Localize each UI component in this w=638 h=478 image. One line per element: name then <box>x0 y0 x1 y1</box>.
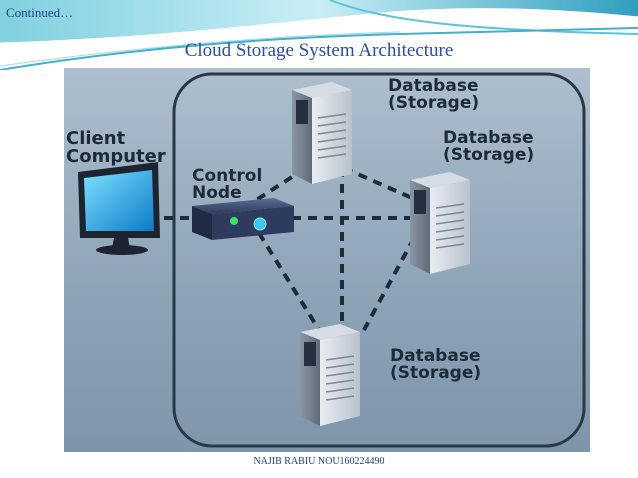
footer-author: NAJIB RABIU NOU160224490 <box>253 456 385 467</box>
slide-title: Cloud Storage System Architecture <box>184 40 454 61</box>
router-icon <box>192 198 294 240</box>
continued-label: Continued… <box>6 5 74 20</box>
server-icon <box>410 172 470 274</box>
architecture-diagram: Client Computer Control Node Database (S… <box>64 68 590 452</box>
database-top-label: Database (Storage) <box>388 76 480 113</box>
diagram-graphics <box>78 72 586 448</box>
client-computer-label: Client Computer <box>66 128 166 167</box>
monitor-icon <box>78 162 160 255</box>
cloud-boundary <box>172 72 586 448</box>
header-banner <box>0 0 638 70</box>
database-bottom-label: Database (Storage) <box>390 346 482 383</box>
database-right-label: Database (Storage) <box>443 128 535 165</box>
server-icon <box>292 82 352 184</box>
server-icon <box>300 324 360 426</box>
control-node-label: Control Node <box>192 166 263 203</box>
